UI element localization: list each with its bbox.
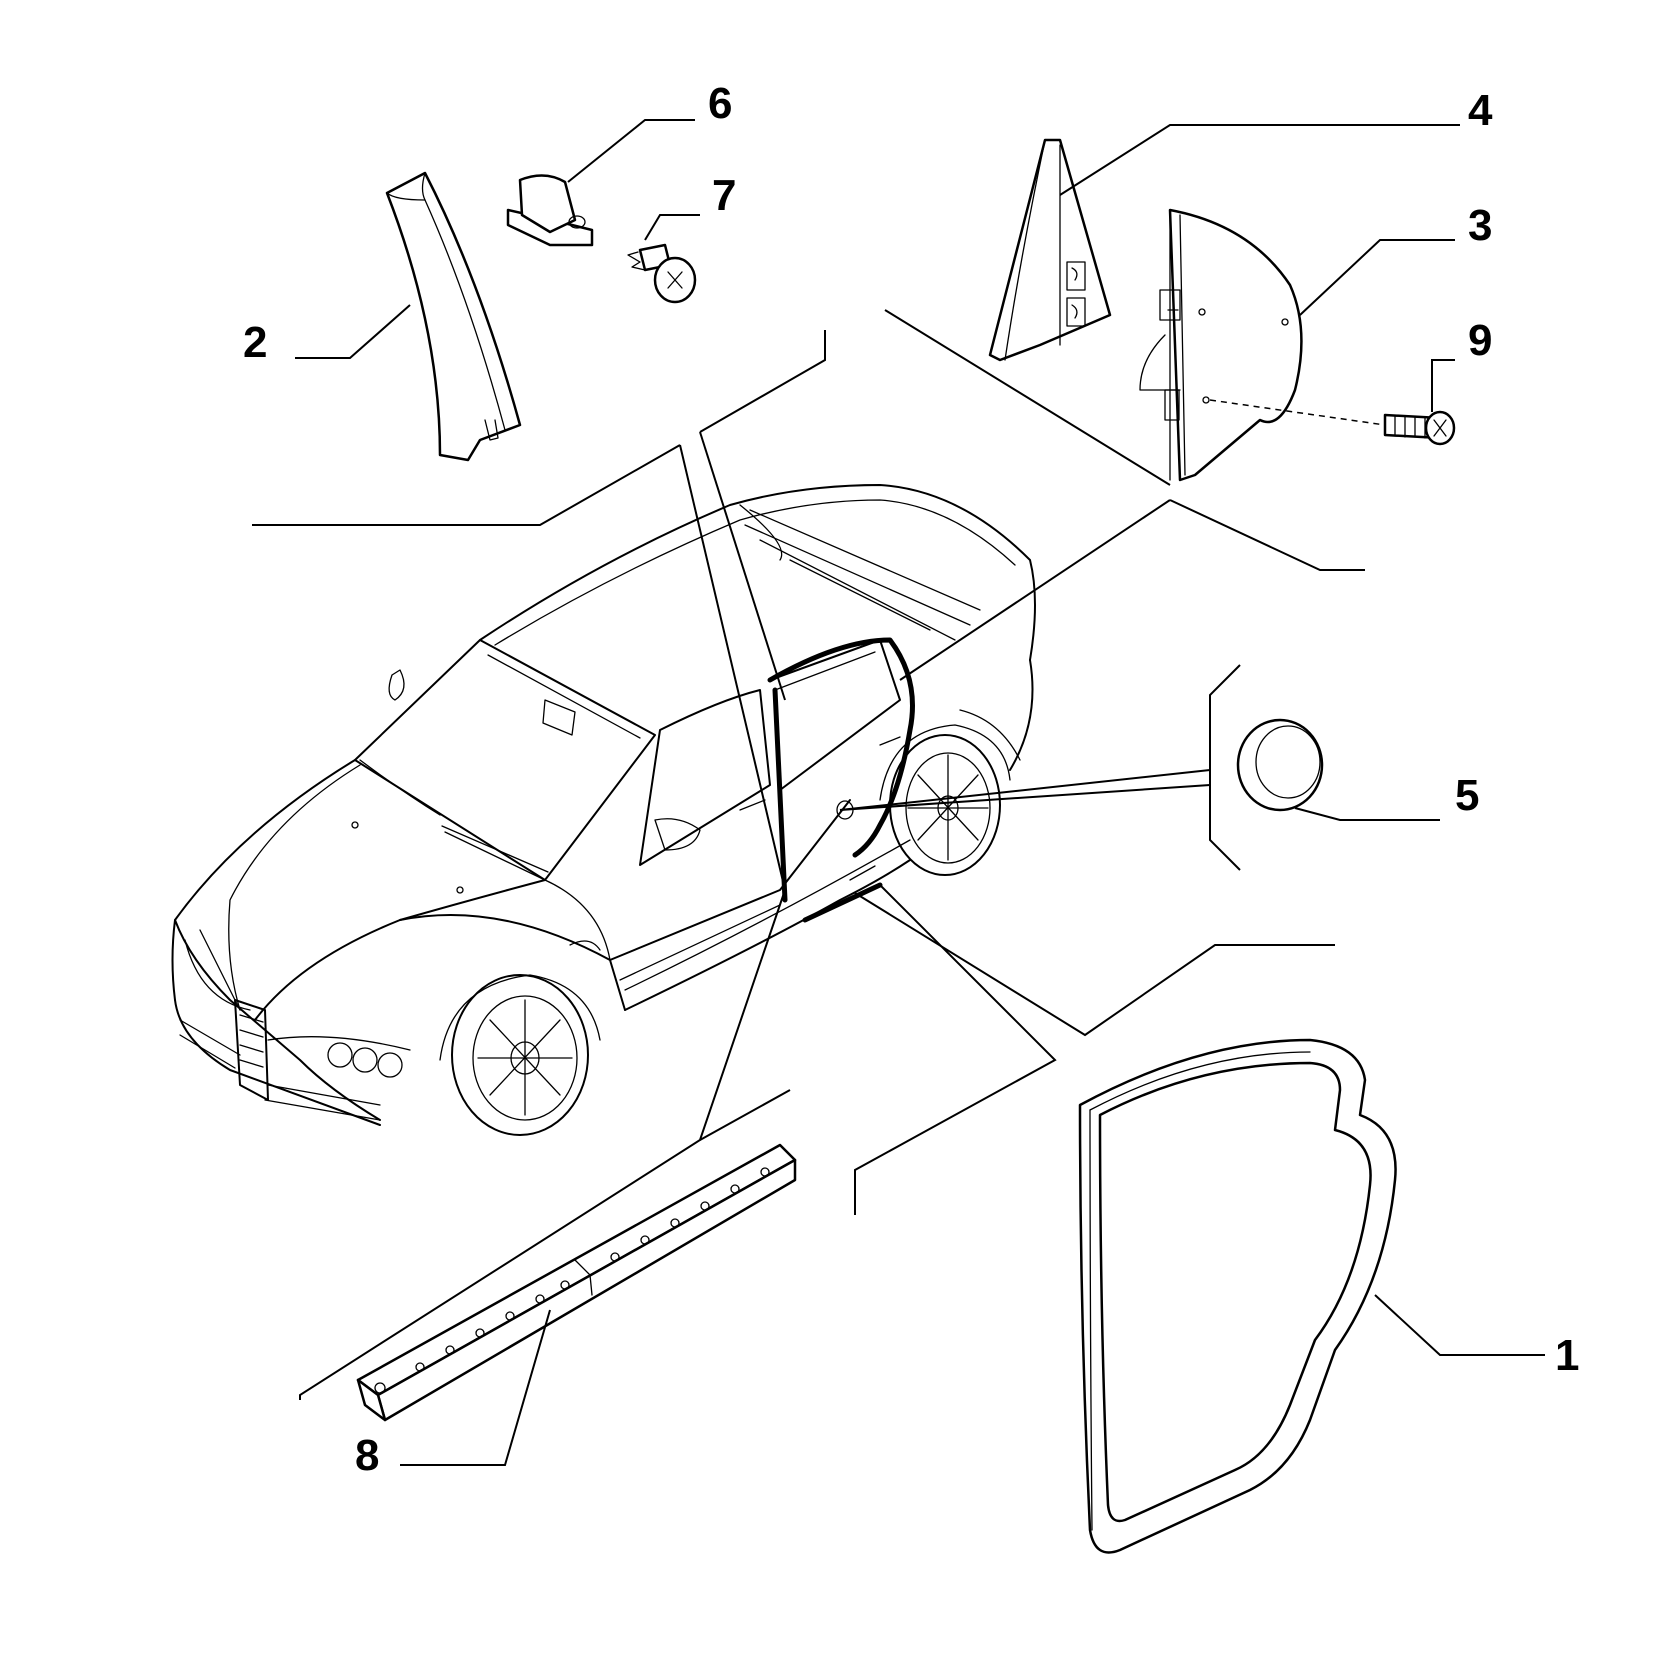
callout-3: 3 <box>1468 201 1492 250</box>
callout-7: 7 <box>712 171 736 220</box>
car-illustration <box>171 484 1036 1136</box>
callout-4: 4 <box>1468 86 1493 135</box>
callout-8: 8 <box>355 1431 379 1480</box>
part-4-triangle-trim <box>988 124 1460 362</box>
part-2-pillar-trim <box>295 171 522 462</box>
part-7-screw <box>627 214 700 304</box>
part-1-door-seal <box>1078 1038 1545 1554</box>
callout-5: 5 <box>1455 771 1479 820</box>
rear-wheel <box>879 724 1011 876</box>
part-9-bolt <box>1209 359 1456 446</box>
callout-6: 6 <box>708 79 732 128</box>
callout-1: 1 <box>1555 1331 1579 1380</box>
part-5-plug <box>1236 718 1440 821</box>
part-6-clip <box>506 119 695 247</box>
part-8-sill-channel <box>356 1143 797 1466</box>
assembly-guide-lines <box>252 309 1365 1400</box>
front-wheel <box>439 974 601 1136</box>
callout-2: 2 <box>243 318 267 367</box>
callout-labels: 1 2 3 4 5 6 7 8 9 <box>243 79 1579 1480</box>
part-3-cover-panel <box>1139 208 1455 482</box>
callout-9: 9 <box>1468 316 1492 365</box>
